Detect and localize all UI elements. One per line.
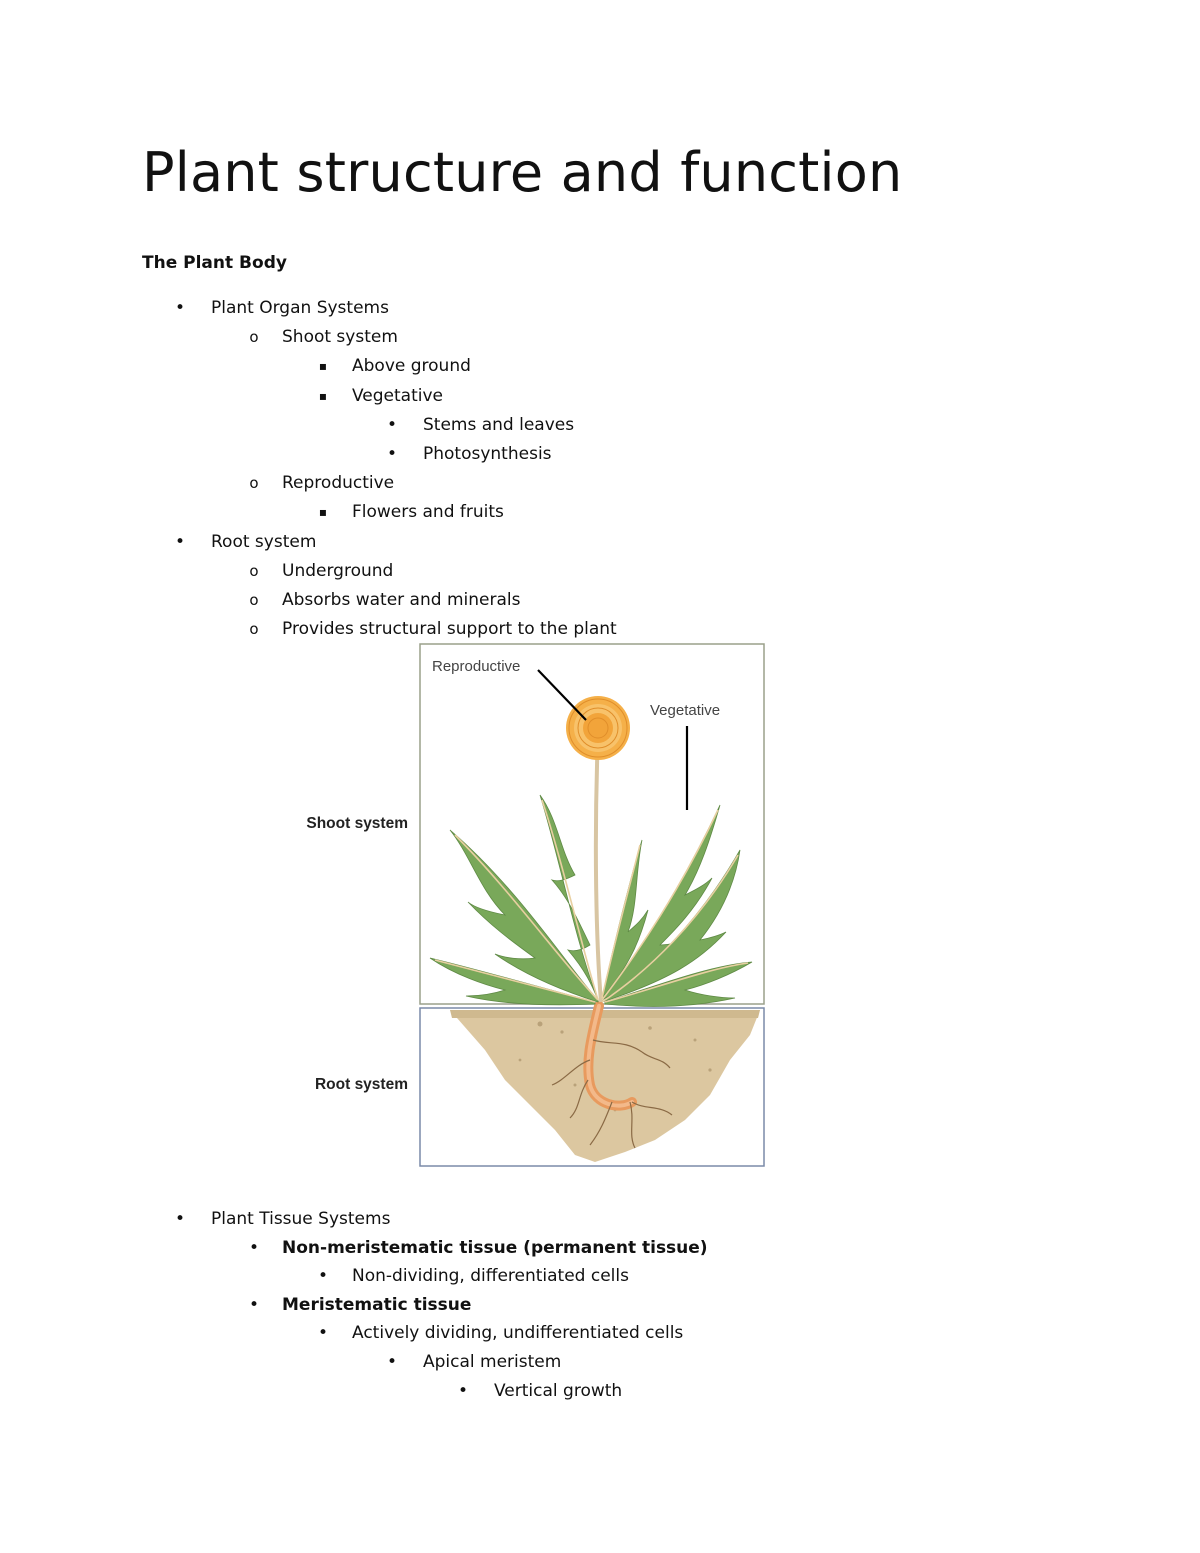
bullet-marker: •	[174, 298, 186, 318]
bullet-marker: •	[174, 531, 186, 552]
bullet-marker: •	[248, 1237, 260, 1258]
bullet-marker: o	[249, 620, 259, 639]
list-item-text: Root system	[211, 531, 317, 552]
list-item-text: Shoot system	[282, 327, 398, 348]
bullet-marker: •	[317, 1323, 329, 1344]
soil-specks	[518, 1021, 712, 1112]
flower-stem	[593, 734, 603, 1003]
list-item-text: Actively dividing, undifferentiated cell…	[352, 1323, 684, 1344]
bullet-marker: •	[386, 444, 398, 464]
page-title: Plant structure and function	[142, 141, 903, 204]
label-shoot-system: Shoot system	[306, 815, 408, 832]
section-heading: The Plant Body	[142, 253, 287, 273]
list-item-text: Non-meristematic tissue (permanent tissu…	[282, 1237, 708, 1258]
bullet-marker: o	[249, 474, 259, 493]
label-vegetative: Vegetative	[650, 702, 720, 719]
label-root-system: Root system	[315, 1076, 408, 1093]
list-item-text: Apical meristem	[423, 1352, 562, 1372]
list-item-text: Stems and leaves	[423, 414, 575, 435]
list-item-text: Flowers and fruits	[352, 502, 504, 523]
soil-shape	[450, 1010, 760, 1162]
list-item-text: Meristematic tissue	[282, 1294, 472, 1315]
plant-diagram-svg: Reproductive Vegetative Shoot system Roo…	[306, 643, 765, 1167]
bullet-marker: ▪	[318, 388, 328, 403]
list-item-text: Above ground	[352, 356, 471, 377]
reproductive-leader-line	[537, 669, 587, 721]
list-item-text: Absorbs water and minerals	[282, 590, 521, 610]
bullet-marker: ▪	[318, 359, 328, 374]
plant-diagram: Reproductive Vegetative Shoot system Roo…	[290, 640, 780, 1175]
list-item-text: Underground	[282, 560, 394, 581]
bullet-marker: •	[457, 1380, 469, 1401]
bullet-marker: ▪	[318, 505, 328, 520]
list-item-text: Vertical growth	[494, 1380, 623, 1401]
soil-surface	[450, 1010, 760, 1018]
bullet-marker: •	[174, 1209, 186, 1229]
label-reproductive: Reproductive	[432, 658, 520, 675]
list-item-text: Provides structural support to the plant	[282, 619, 617, 640]
list-item-text: Reproductive	[282, 473, 395, 494]
list-item-text: Plant Tissue Systems	[211, 1209, 391, 1229]
bullet-marker: o	[249, 328, 259, 347]
list-item-text: Non-dividing, differentiated cells	[352, 1266, 629, 1287]
bullet-marker: o	[249, 561, 259, 580]
bullet-marker: •	[317, 1266, 329, 1287]
bullet-marker: •	[386, 1352, 398, 1372]
list-item-text: Vegetative	[352, 385, 444, 406]
rosette-leaves	[429, 794, 753, 1007]
list-item-text: Plant Organ Systems	[211, 298, 389, 318]
root-system-drawing	[551, 1001, 673, 1149]
bullet-marker: •	[386, 414, 398, 435]
dandelion-flower	[566, 696, 630, 760]
list-item-text: Photosynthesis	[423, 444, 552, 464]
bullet-marker: o	[249, 591, 259, 609]
bullet-marker: •	[248, 1294, 260, 1315]
